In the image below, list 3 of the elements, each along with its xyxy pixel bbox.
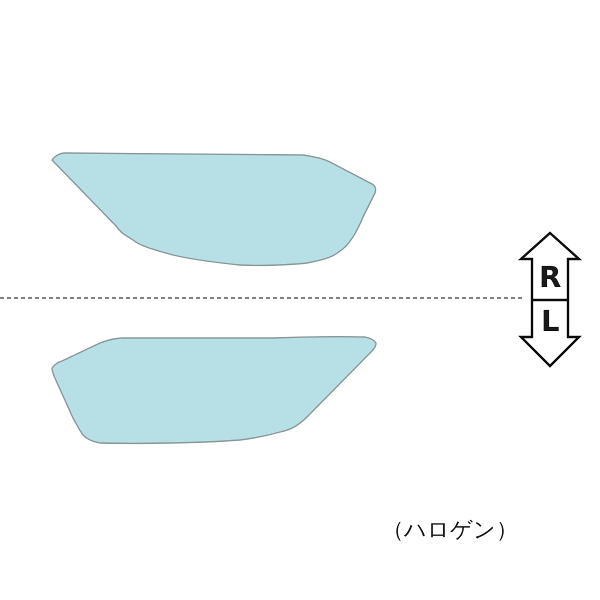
right-side-letter: R [539,263,562,292]
left-side-letter: L [541,307,560,336]
bulb-type-note: （ハロゲン） [382,520,518,542]
